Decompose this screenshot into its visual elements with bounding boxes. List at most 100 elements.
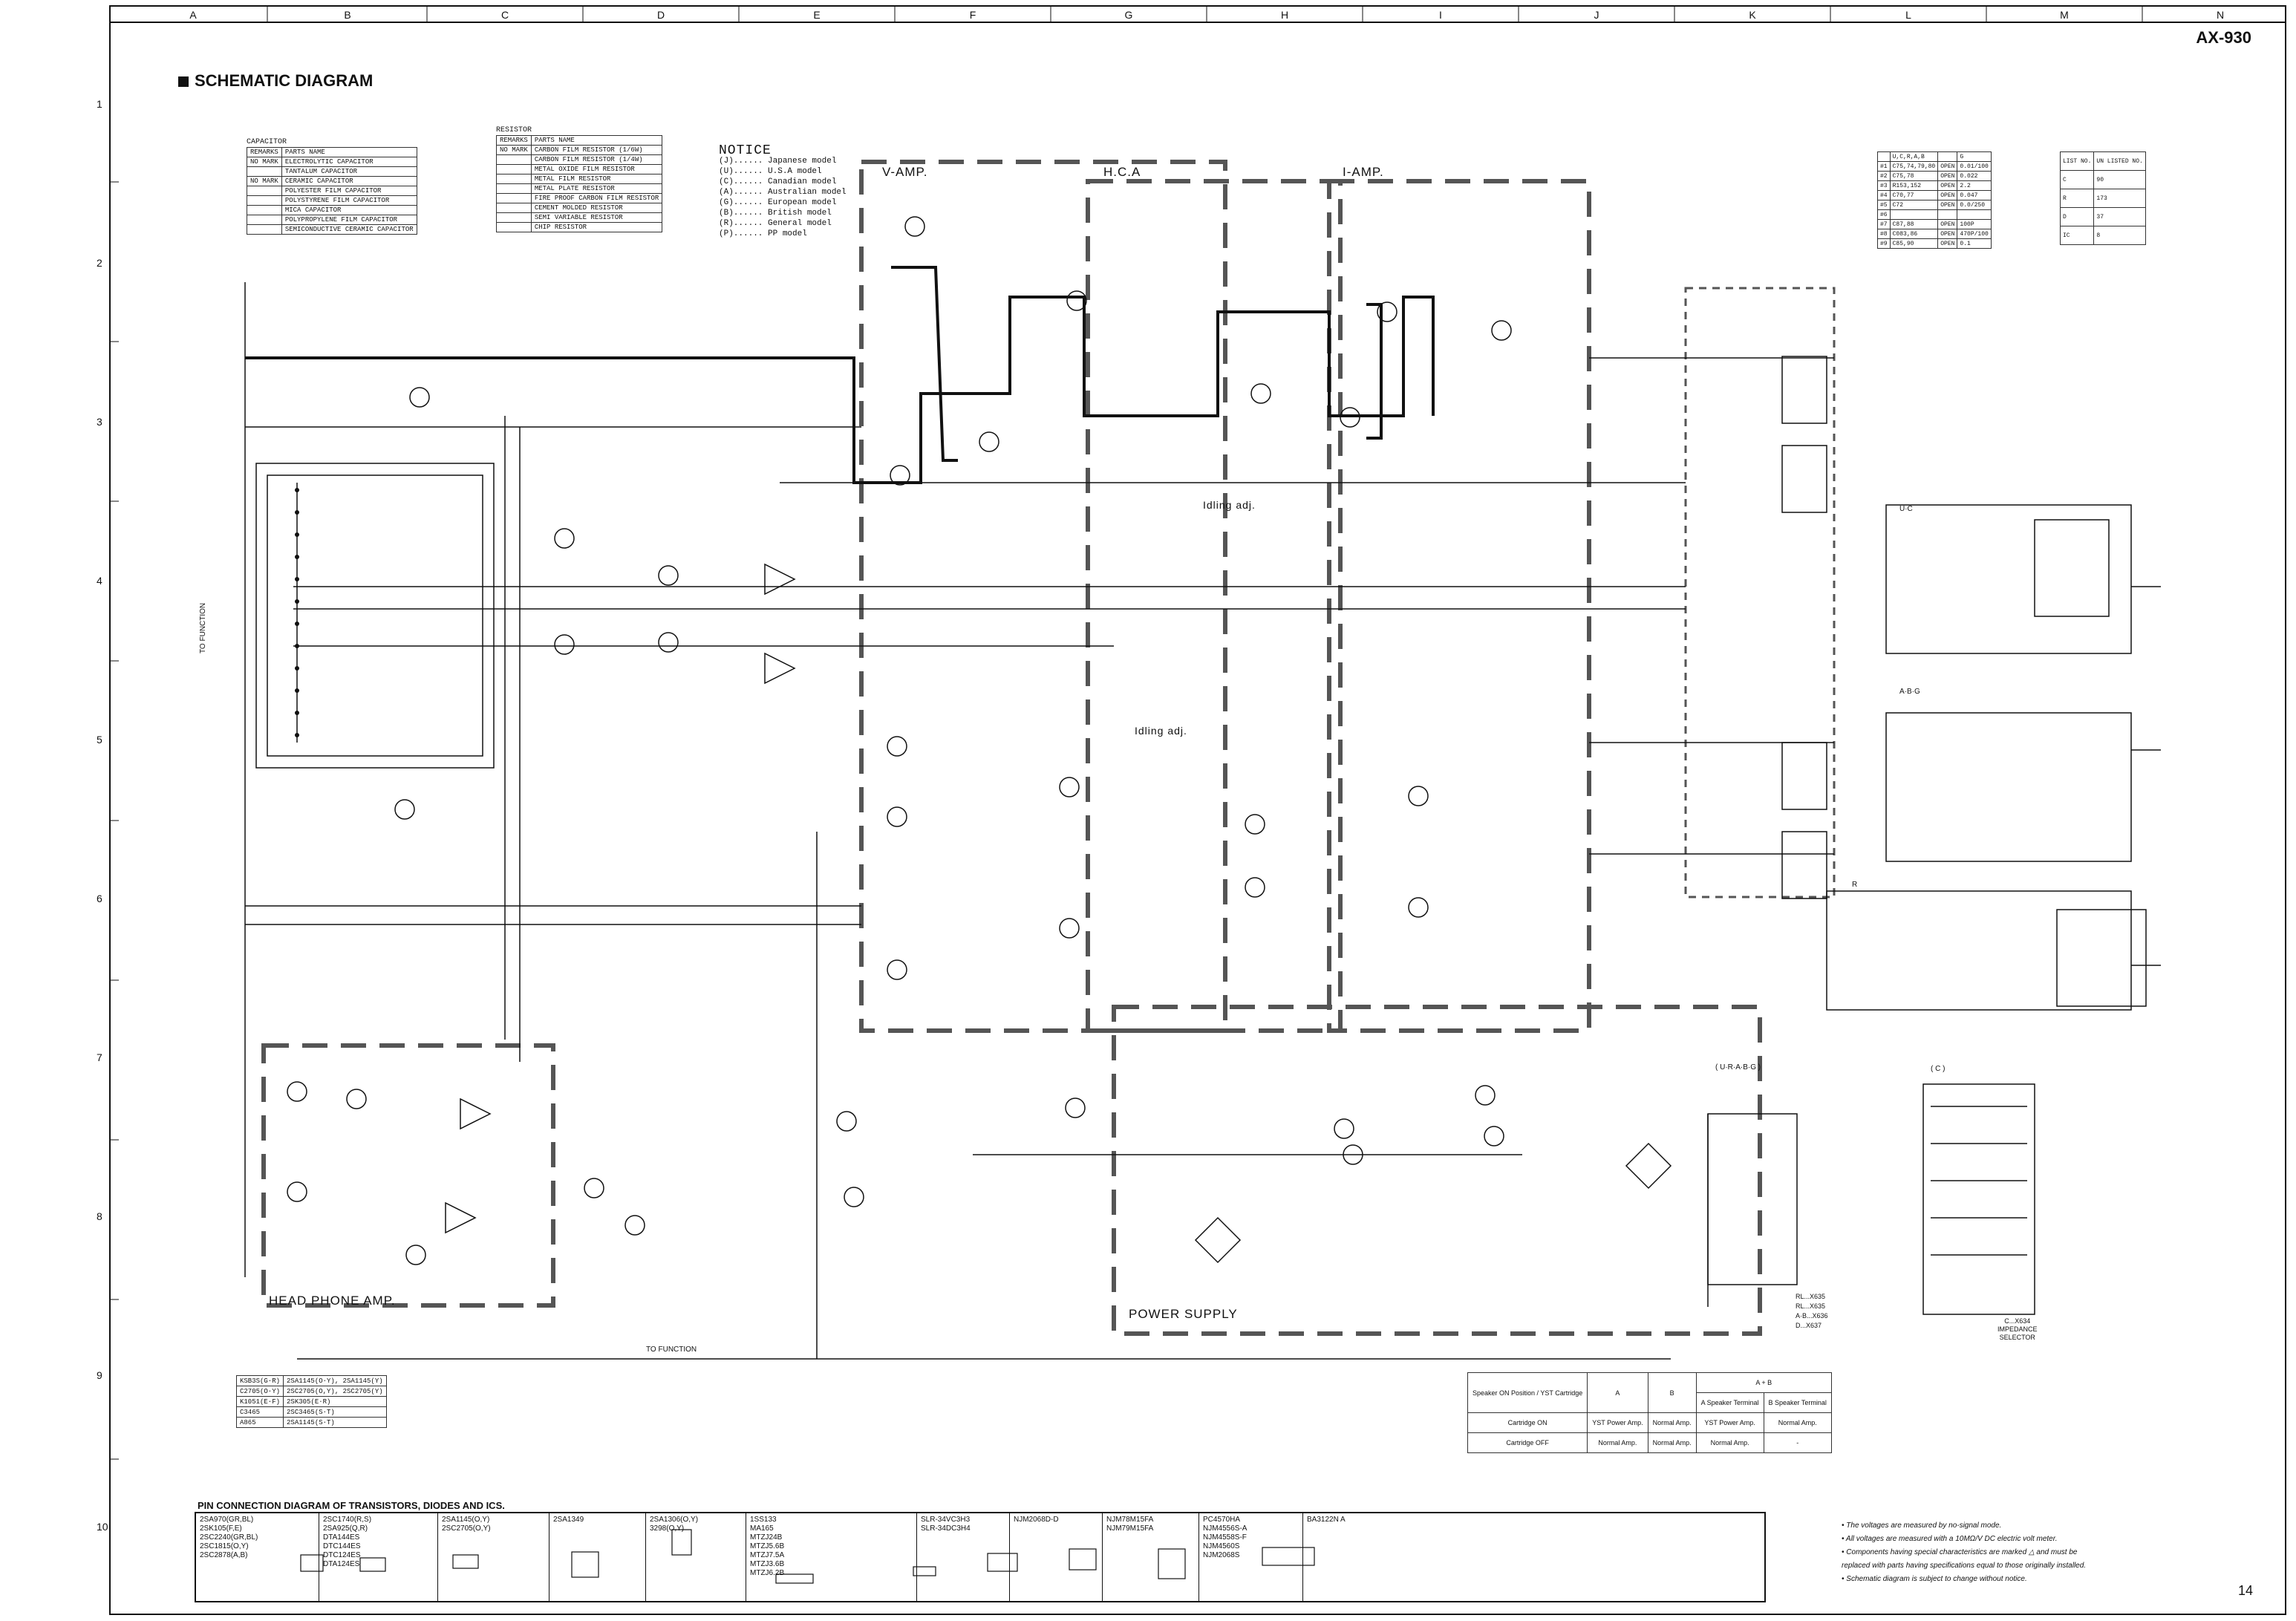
trans-cell: K1051(E·F) (235, 1396, 284, 1407)
yst-cell: Normal Amp. (1587, 1432, 1648, 1453)
selector-switch (1922, 1083, 2035, 1315)
hca-label: H.C.A (1103, 165, 1141, 179)
col-label-h: H (1280, 9, 1289, 21)
part-number: 2SC2240(GR,BL) (200, 1533, 258, 1542)
notice-line: (B)...... British model (719, 209, 832, 218)
lst-cell: D (2059, 207, 2095, 226)
lst-cell: C (2059, 170, 2095, 189)
legend-cell (496, 193, 532, 203)
notice-line: (A)...... Australian model (719, 188, 847, 197)
model-notice: NOTICE (J)...... Japanese model (U).....… (719, 144, 847, 239)
i-amp-block (1327, 179, 1591, 1033)
selector-line: IMPEDANCE (1997, 1325, 2038, 1333)
yst-cell: Normal Amp. (1695, 1432, 1764, 1453)
legend-cell: METAL FILM RESISTOR (530, 174, 663, 184)
notice-line: (G)...... European model (719, 198, 837, 207)
trans-cell: 2SC3465(S·T) (283, 1406, 387, 1418)
legend-cell: POLYPROPYLENE FILM CAPACITOR (281, 215, 417, 225)
v-amp-label: V-AMP. (882, 165, 928, 179)
legend-cell (496, 212, 532, 223)
connector-pins (295, 488, 299, 737)
modtab-cell: OPEN (1937, 161, 1958, 172)
jumper-notes: RL...X635 RL...X635 A·B...X636 D...X637 (1796, 1292, 1828, 1331)
to-function-label: TO FUNCTION (199, 602, 207, 653)
col-label-m: M (2060, 9, 2069, 21)
region-label-uc: U·C (1899, 505, 1913, 513)
modtab-cell: #1 (1877, 161, 1891, 172)
legend-head: REMARKS (247, 147, 282, 157)
footnotes: • The voltages are measured by no-signal… (1842, 1519, 2086, 1586)
part-number: NJM79M15FA (1106, 1524, 1154, 1533)
row-label-5: 5 (97, 734, 102, 746)
modtab-cell: C87,88 (1889, 219, 1939, 229)
legend-cell (247, 205, 282, 215)
legend-head: PARTS NAME (530, 135, 663, 146)
modtab-cell: OPEN (1937, 229, 1958, 239)
col-label-k: K (1749, 9, 1756, 21)
part-number: 2SC1815(O,Y) (200, 1542, 249, 1550)
pin-diagram-box: 2SA970(GR,BL) 2SK105(F,E) 2SC2240(GR,BL)… (195, 1512, 1766, 1602)
legend-cell: SEMI VARIABLE RESISTOR (530, 212, 663, 223)
notice-line: (P)...... PP model (719, 229, 807, 238)
col-label-a: A (189, 9, 197, 21)
lst-cell: 173 (2093, 189, 2146, 208)
modtab-cell: #3 (1877, 180, 1891, 191)
idling-adj-label: Idling adj. (1135, 725, 1187, 737)
op-amps (445, 563, 796, 1234)
part-number: SLR-34VC3H3 (921, 1516, 971, 1524)
modtab-cell: C72 (1889, 200, 1939, 210)
yst-cell: YST Power Amp. (1587, 1412, 1648, 1433)
pin-group: 2SA1349 (549, 1513, 645, 1601)
footnote: • Components having special characterist… (1842, 1548, 2078, 1556)
lst-head: UN LISTED NO. (2093, 151, 2146, 171)
notice-line: (R)...... General model (719, 219, 832, 228)
row-label-1: 1 (97, 98, 102, 110)
impedance-selector-label: C...X634 IMPEDANCE SELECTOR (1997, 1317, 2038, 1342)
row-label-9: 9 (97, 1369, 102, 1381)
legend-cell: METAL PLATE RESISTOR (530, 183, 663, 194)
legend-cell: NO MARK (247, 176, 282, 186)
legend-cell (496, 222, 532, 232)
modtab-cell: 470P/100 (1957, 229, 1992, 239)
legend-cell: METAL OXIDE FILM RESISTOR (530, 164, 663, 175)
square-bullet-icon (178, 76, 189, 87)
transistor-table: KSB3S(G·R)2SA1145(O·Y), 2SA1145(Y) C2705… (235, 1375, 387, 1428)
modtab-cell (1937, 209, 1958, 220)
part-number: NJM4558S-F (1203, 1533, 1247, 1542)
legend-cell (247, 195, 282, 206)
part-number: 2SA925(Q,R) (323, 1524, 368, 1533)
region-label-r: R (1852, 881, 1858, 889)
col-label-n: N (2216, 9, 2225, 21)
jumper-note: RL...X635 (1796, 1302, 1826, 1310)
modtab-cell: 0.1 (1957, 238, 1992, 249)
modtab-cell: 100P (1957, 219, 1992, 229)
yst-subhead: A Speaker Terminal (1695, 1392, 1764, 1413)
part-number: DTC144ES (323, 1542, 361, 1550)
transistors (287, 216, 1512, 1265)
pin-group: 2SA1145(O,Y) 2SC2705(O,Y) (437, 1513, 549, 1601)
yst-table: Speaker ON Position / YST Cartridge A B … (1467, 1372, 1832, 1453)
package-outlines (300, 1529, 1315, 1584)
trans-cell: 2SA1145(S·T) (283, 1417, 387, 1428)
yst-subhead: B Speaker Terminal (1763, 1392, 1832, 1413)
col-label-d: D (656, 9, 665, 21)
modtab-cell: C85,90 (1889, 238, 1939, 249)
modtab-head (1877, 151, 1891, 162)
legend-cell: FIRE PROOF CARBON FILM RESISTOR (530, 193, 663, 203)
footnote: • All voltages are measured with a 10MΩ/… (1842, 1535, 2058, 1543)
part-number: MTZJ3.6B (750, 1560, 785, 1568)
row-label-6: 6 (97, 893, 102, 904)
part-number: PC4570HA (1203, 1516, 1241, 1524)
legend-cell (496, 174, 532, 184)
modtab-head (1937, 151, 1958, 162)
row-label-10: 10 (97, 1521, 108, 1533)
yst-cell: Normal Amp. (1647, 1432, 1697, 1453)
row-ticks (110, 181, 119, 1460)
part-number: DTC124ES (323, 1551, 361, 1559)
part-number: MTZJ6.2B (750, 1569, 785, 1577)
idling-adj-label: Idling adj. (1203, 499, 1256, 511)
legend-cell (247, 215, 282, 225)
legend-cell: NO MARK (247, 157, 282, 167)
outer-frame (109, 5, 2286, 1615)
